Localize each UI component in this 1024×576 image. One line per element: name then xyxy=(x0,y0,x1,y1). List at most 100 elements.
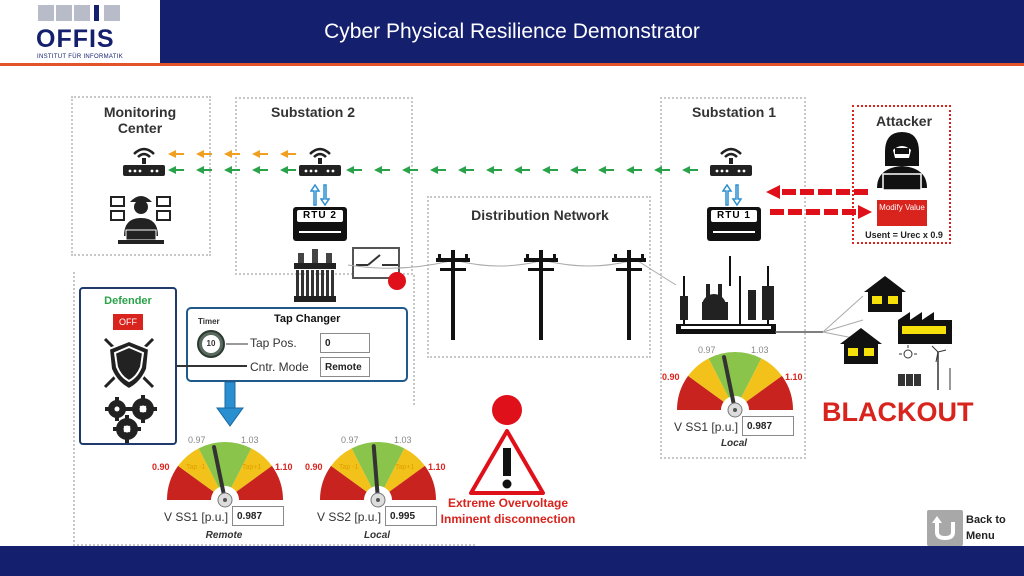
defender-off-button[interactable]: OFF xyxy=(113,314,143,330)
gauge-zone-4 xyxy=(236,465,283,500)
gauge-zone-3 xyxy=(384,448,425,492)
gauge-value-field: 0.987 xyxy=(742,416,794,436)
defender-title: Defender xyxy=(104,295,152,307)
defender-link-line xyxy=(177,365,247,367)
rtu1-device[interactable]: RTU 1 xyxy=(707,207,761,241)
back-arrow-icon xyxy=(932,516,955,541)
zone-label-left: Tap -1 xyxy=(186,464,206,471)
page-title: Cyber Physical Resilience Demonstrator xyxy=(324,20,700,43)
substation1-box xyxy=(660,97,806,459)
tick-097: 0.97 xyxy=(698,345,716,355)
warning-line1: Extreme Overvoltage xyxy=(447,496,569,510)
gauge-zone-1 xyxy=(178,448,219,492)
substation1-transformer-icon xyxy=(676,256,776,334)
updown-arrow-icon-ss2 xyxy=(310,184,330,206)
timer-value: 10 xyxy=(206,339,216,348)
tick-110: 1.10 xyxy=(275,462,293,472)
back-to-menu-button[interactable]: Back to Menu xyxy=(927,510,1017,546)
router-icon-substation1 xyxy=(710,147,752,176)
substation1-title: Substation 1 xyxy=(691,104,776,120)
timer-dial-icon xyxy=(197,330,225,358)
defender-zone-box xyxy=(73,272,475,546)
back-label-1: Back to xyxy=(966,514,1006,526)
router-icon-substation2 xyxy=(299,147,341,176)
distribution-title: Distribution Network xyxy=(471,207,609,223)
warning-icon xyxy=(469,429,545,495)
gauge-value-field: 0.987 xyxy=(232,506,284,526)
distribution-lines xyxy=(347,260,677,286)
gauge-remote: 0.97 1.03 0.90 1.10 Tap -1 Tap+1 V SS1 [… xyxy=(150,432,300,547)
attacker-box xyxy=(852,105,951,244)
gauge-caption: Local xyxy=(363,530,391,541)
gears-icon xyxy=(105,395,157,443)
tap-pos-field[interactable]: 0 xyxy=(320,333,370,353)
down-arrow-icon xyxy=(216,382,244,427)
gauge-label: V SS1 [p.u.] xyxy=(674,420,739,434)
shield-icon xyxy=(103,337,155,391)
gauge-zone-4 xyxy=(389,465,436,500)
rtu1-label: RTU 1 xyxy=(717,210,751,221)
house-icon-2 xyxy=(840,328,882,364)
gauge-zone-1 xyxy=(331,448,372,492)
footer-bar xyxy=(0,546,1024,576)
logo-subtext: INSTITUT FÜR INFORMATIK xyxy=(37,54,124,60)
solar-wind-icon xyxy=(898,345,951,390)
gauge-hub-center xyxy=(733,408,737,412)
rtu2-label: RTU 2 xyxy=(303,210,337,221)
distribution-box xyxy=(427,196,651,358)
breaker-switch-icon[interactable] xyxy=(352,247,412,291)
gauge-zone-0 xyxy=(167,465,214,500)
tick-110: 1.10 xyxy=(785,372,803,382)
house-icon-1 xyxy=(864,276,906,312)
zone-label-right: Tap+1 xyxy=(395,464,415,471)
tick-097: 0.97 xyxy=(188,435,206,445)
modify-value-button[interactable]: Modify Value xyxy=(877,200,927,226)
transformer-icon-ss2 xyxy=(294,249,336,302)
gauge-caption: Local xyxy=(720,438,748,449)
gauge-zone-3 xyxy=(231,448,272,492)
power-pole-icon-1 xyxy=(436,250,470,340)
tick-103: 1.03 xyxy=(394,435,412,445)
attack-arrows xyxy=(766,185,872,219)
defender-panel: Defender OFF xyxy=(79,287,177,445)
router-icon-monitoring xyxy=(123,147,165,176)
tap-changer-panel: Tap Changer Timer 10 Tap Pos. 0 Cntr. Mo… xyxy=(186,307,408,382)
gauge-zone-2 xyxy=(708,352,762,398)
gauge-zone-2 xyxy=(351,442,405,488)
header-divider xyxy=(0,63,1024,66)
control-mode-label: Cntr. Mode xyxy=(250,360,309,374)
gauge-label: V SS1 [p.u.] xyxy=(164,510,229,524)
hacker-icon xyxy=(877,132,927,191)
rtu2-device[interactable]: RTU 2 xyxy=(293,207,347,241)
zone-label-left: Tap -1 xyxy=(339,464,359,471)
gauge-zone-0 xyxy=(677,375,724,410)
comm-arrows xyxy=(168,150,698,174)
warning-line2: Inminent disconnection xyxy=(440,512,576,526)
tick-103: 1.03 xyxy=(751,345,769,355)
power-pole-icon-3 xyxy=(612,250,646,340)
control-mode-field[interactable]: Remote xyxy=(320,357,370,377)
back-label-2: Menu xyxy=(966,530,995,542)
gauge-caption: Remote xyxy=(205,530,243,541)
tick-110: 1.10 xyxy=(428,462,446,472)
tick-097: 0.97 xyxy=(341,435,359,445)
gauge-needle xyxy=(371,444,380,502)
gauge-local-ss2: 0.97 1.03 0.90 1.10 Tap -1 Tap+1 V SS2 [… xyxy=(303,432,453,547)
gauge-zone-0 xyxy=(320,465,367,500)
gauge-needle xyxy=(212,445,227,502)
blackout-label: BLACKOUT xyxy=(822,397,974,427)
tap-pos-label: Tap Pos. xyxy=(250,336,297,350)
monitoring-center-box xyxy=(71,96,211,256)
attack-formula: Usent = Urec x 0.9 xyxy=(865,230,943,240)
gauge-zone-2 xyxy=(198,442,252,488)
gauge-zone-1 xyxy=(688,358,729,402)
gauge-value-field: 0.995 xyxy=(385,506,437,526)
factory-icon xyxy=(898,312,952,344)
power-pole-icon-2 xyxy=(524,250,558,340)
gauge-zone-3 xyxy=(741,358,782,402)
timer-label: Timer xyxy=(198,317,220,326)
updown-arrow-icon-ss1 xyxy=(722,184,742,206)
header-bar xyxy=(0,0,1024,64)
monitoring-center-title: Monitoring Center xyxy=(103,104,177,136)
tick-090: 0.90 xyxy=(152,462,170,472)
